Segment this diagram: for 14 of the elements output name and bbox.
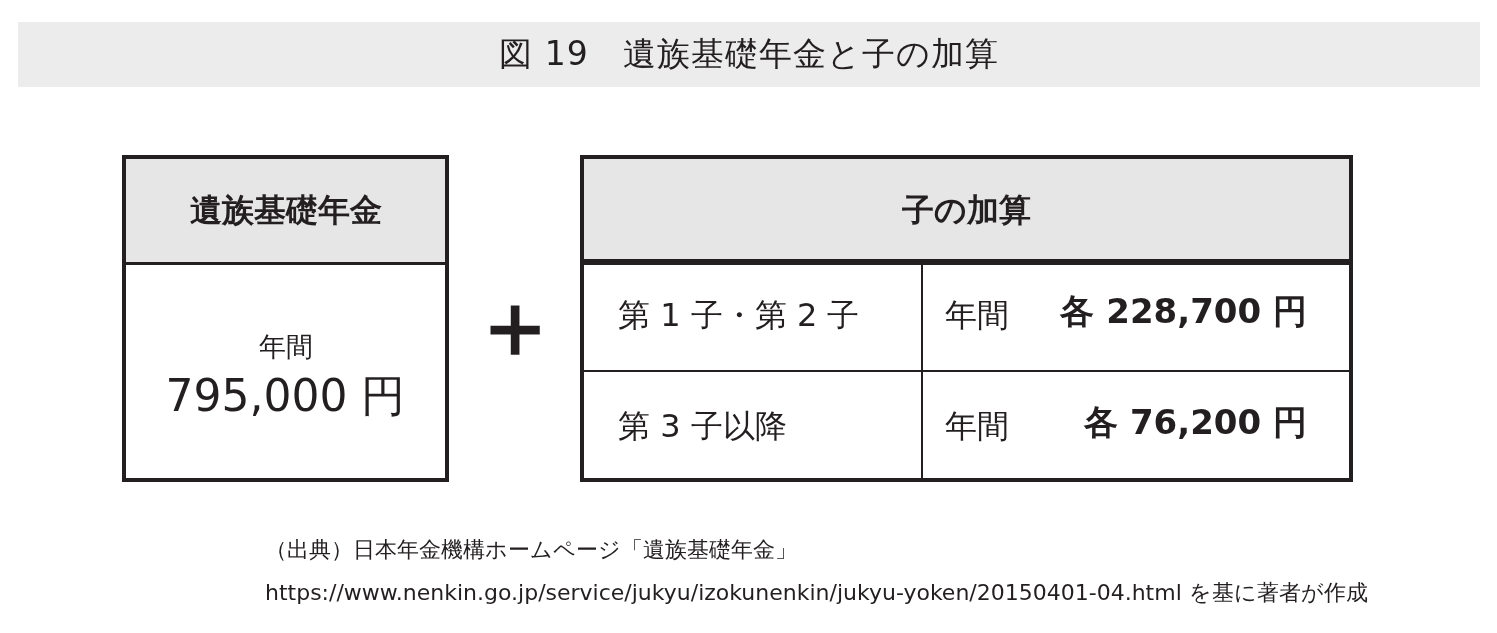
row-label-cell: 第 1 子・第 2 子 <box>580 259 923 370</box>
table-box <box>122 155 449 482</box>
amount-text: 各 228,700 円 <box>1060 290 1307 333</box>
header-cell: 遺族基礎年金 <box>126 159 445 265</box>
amount-text: 795,000 円 <box>164 369 407 423</box>
source-note: https://www.nenkin.go.jp/service/jukyu/izokunenkin/jukyu-yoken/20150401-04.html を基に著者が作成 <box>265 579 1368 607</box>
caption: （出典）日本年金機構ホームページ「遺族基礎年金」 <box>265 536 797 564</box>
period-label: 年間 <box>257 330 314 364</box>
amount-text: 各 76,200 円 <box>1084 401 1307 444</box>
row-label-cell: 第 3 子以降 <box>580 370 923 481</box>
header-cell: 子の加算 <box>584 159 1349 265</box>
table-box <box>580 155 1353 482</box>
title-banner: 図 19 遺族基礎年金と子の加算 <box>18 22 1480 87</box>
plus-sign: ＋ <box>470 271 560 379</box>
